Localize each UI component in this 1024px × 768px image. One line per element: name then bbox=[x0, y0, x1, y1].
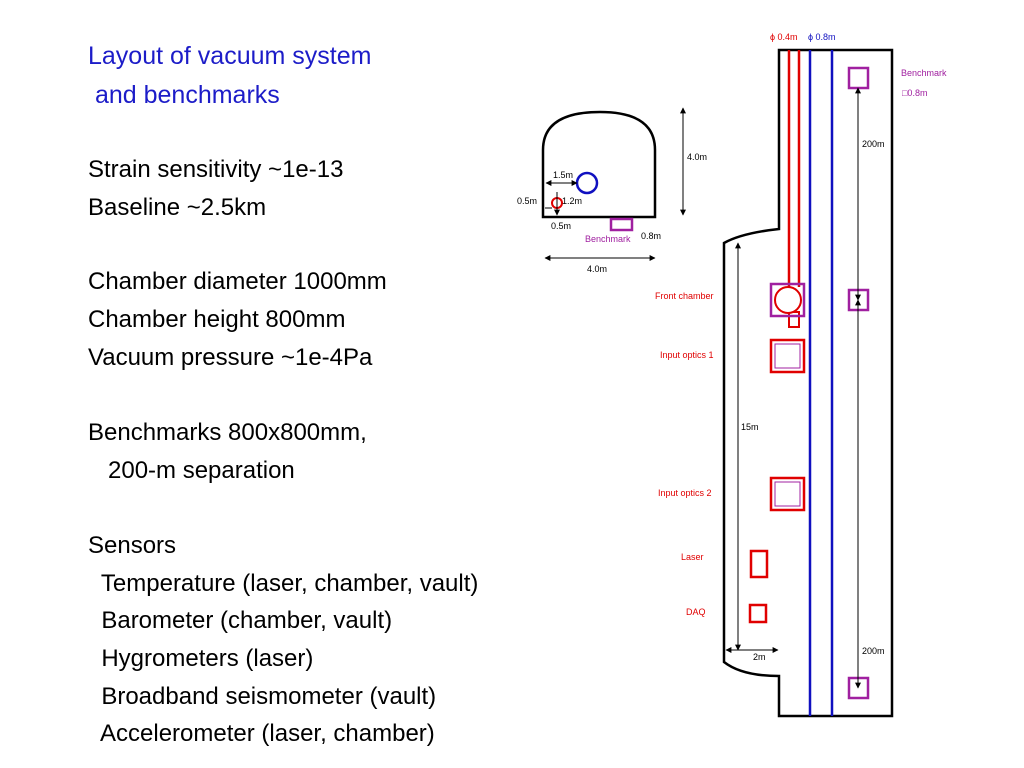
vacuum-pressure: Vacuum pressure ~1e-4Pa bbox=[88, 344, 373, 371]
input-optics-1-inner bbox=[774, 343, 801, 369]
benchmark-sep-top-label: 200m bbox=[862, 139, 885, 149]
benchmarks-separation: 200-m separation bbox=[88, 457, 295, 484]
input-optics-2-box bbox=[769, 476, 806, 512]
pipe-small-label: 0.5m bbox=[517, 196, 537, 206]
red-pipe-stub bbox=[788, 311, 800, 328]
input-optics-1-label: Input optics 1 bbox=[660, 350, 714, 360]
laser-box bbox=[749, 549, 769, 579]
blue-pipe-label: ϕ 0.8m bbox=[808, 32, 836, 42]
plan-layout: ϕ 0.4m ϕ 0.8m 200m 200m Benchmark □0.8m … bbox=[655, 32, 947, 718]
benchmark-top bbox=[847, 66, 870, 90]
benchmarks-size: Benchmarks 800x800mm, bbox=[88, 419, 367, 446]
tunnel-cross-section: 4.0m 4.0m 1.5m 0.5m 1.2m 0.5m Benchmark … bbox=[517, 107, 707, 274]
sensors-heading: Sensors bbox=[88, 532, 177, 559]
tunnel-outline bbox=[541, 110, 657, 219]
daq-label: DAQ bbox=[686, 607, 706, 617]
front-chamber-circle bbox=[774, 286, 802, 314]
front-chamber-box bbox=[769, 282, 806, 318]
benchmark-block-section bbox=[609, 217, 634, 232]
input-optics-2-label: Input optics 2 bbox=[658, 488, 712, 498]
sensor-hygrometers: Hygrometers (laser) bbox=[88, 645, 314, 672]
red-pipe-label: ϕ 0.4m bbox=[770, 32, 798, 42]
chamber-height: Chamber height 800mm bbox=[88, 306, 346, 333]
front-chamber-label: Front chamber bbox=[655, 291, 714, 301]
length-dimension-label: 15m bbox=[741, 422, 759, 432]
strain-sensitivity: Strain sensitivity ~1e-13 bbox=[88, 156, 344, 183]
pipe-small-offset-label: 0.5m bbox=[551, 221, 571, 231]
input-optics-2-inner bbox=[774, 481, 801, 507]
benchmark-section-label: Benchmark bbox=[585, 234, 631, 244]
input-optics-1-box bbox=[769, 338, 806, 374]
baseline: Baseline ~2.5km bbox=[88, 194, 267, 221]
sensor-barometer: Barometer (chamber, vault) bbox=[88, 607, 393, 634]
width-dimension-label-plan: 2m bbox=[753, 652, 766, 662]
daq-box bbox=[748, 603, 768, 624]
height-dimension-label: 4.0m bbox=[687, 152, 707, 162]
pipe-large-label: 1.5m bbox=[553, 170, 573, 180]
sensor-seismometer: Broadband seismometer (vault) bbox=[88, 683, 437, 710]
chamber-diameter: Chamber diameter 1000mm bbox=[88, 268, 387, 295]
laser-label: Laser bbox=[681, 552, 704, 562]
pipe-large-circle bbox=[575, 171, 599, 195]
tunnel-plan-outline bbox=[722, 48, 894, 718]
sensor-accelerometer: Accelerometer (laser, chamber) bbox=[88, 720, 435, 747]
title-line-1: Layout of vacuum system bbox=[88, 42, 372, 70]
title-line-2: and benchmarks bbox=[88, 81, 280, 109]
pipe-small-height-label: 1.2m bbox=[562, 196, 582, 206]
benchmark-legend-size: □0.8m bbox=[902, 88, 927, 98]
width-dimension-label: 4.0m bbox=[587, 264, 607, 274]
benchmark-legend-label: Benchmark bbox=[901, 68, 947, 78]
sensor-temperature: Temperature (laser, chamber, vault) bbox=[88, 570, 479, 597]
benchmark-sep-bottom-label: 200m bbox=[862, 646, 885, 656]
benchmark-section-size: 0.8m bbox=[641, 231, 661, 241]
